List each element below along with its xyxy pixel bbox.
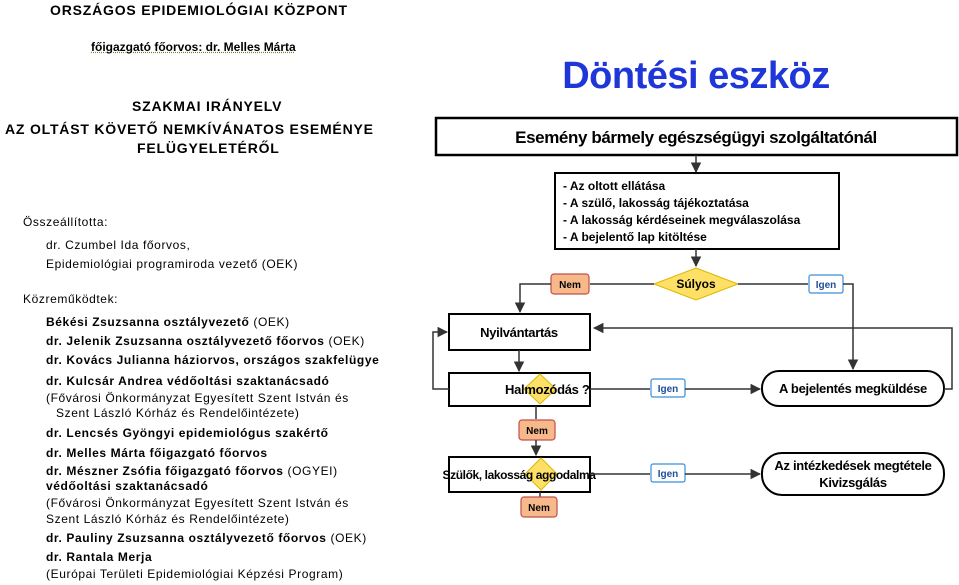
no-badge-3-text: Nem: [528, 503, 550, 514]
contributor-9: dr. Rantala Merja: [46, 550, 153, 564]
concern-box: [448, 456, 591, 493]
contributor-3: dr. Kovács Julianna háziorvos, országos …: [46, 353, 380, 367]
contributor-8: dr. Pauliny Zsuzsanna osztályvezető főor…: [46, 531, 367, 545]
no-badge-2-text: Nem: [526, 426, 548, 437]
action-item: - A bejelentő lap kitöltése: [563, 230, 707, 244]
contributor-5: dr. Lencsés Gyöngyi epidemiológus szakér…: [46, 426, 329, 440]
arrow-yes-to-send: [843, 283, 859, 371]
director-line: főigazgató főorvos: dr. Melles Márta: [91, 40, 296, 54]
contributor-7-role: védőoltási szaktanácsadó: [46, 479, 209, 493]
contributor-4-affil-2: Szent László Kórház és Rendelőintézete): [56, 406, 300, 420]
cluster-box: [448, 372, 591, 407]
contributor-1-org: (OEK): [249, 315, 290, 329]
no-badge-1-text: Nem: [559, 280, 581, 291]
measures-box: [761, 452, 945, 496]
guideline-line-2: FELÜGYELETÉRŐL: [137, 140, 280, 156]
contributor-1: Békési Zsuzsanna osztályvezető (OEK): [46, 315, 290, 329]
guideline-line-1: AZ OLTÁST KÖVETŐ NEMKÍVÁNATOS ESEMÉNYE: [5, 121, 374, 137]
yes-badge-3-text: Igen: [658, 469, 679, 480]
contributor-7: dr. Mészner Zsófia főigazgató főorvos (O…: [46, 464, 338, 478]
no-badge-2: [518, 419, 556, 441]
contributor-7-affil-1: (Fővárosi Önkormányzat Egyesített Szent …: [46, 496, 349, 510]
concern-text: Szülők, lakosság aggodalma: [443, 468, 597, 482]
yes-badge-1-text: Igen: [816, 280, 837, 291]
contributor-9-affil: (Európai Területi Epidemiológiai Képzési…: [46, 567, 344, 581]
director-text: főigazgató főorvos: dr. Melles Márta: [91, 40, 296, 54]
contributor-4-affil-1: (Fővárosi Önkormányzat Egyesített Szent …: [46, 391, 349, 405]
contributor-6: dr. Melles Márta főigazgató főorvos: [46, 446, 268, 460]
action-item: - A szülő, lakosság tájékoztatása: [563, 196, 749, 210]
contributor-2-name: dr. Jelenik Zsuzsanna osztályvezető főor…: [46, 334, 325, 348]
registry-text: Nyilvántartás: [480, 325, 558, 340]
compiled-by-2-tail: (OEK): [257, 257, 299, 271]
org-title: ORSZÁGOS EPIDEMIOLÓGIAI KÖZPONT: [50, 2, 348, 18]
contributor-7-affil-2: Szent László Kórház és Rendelőintézete): [46, 512, 290, 526]
cluster-text: Halmozódás ?: [505, 382, 590, 397]
send-report-text: A bejelentés megküldése: [779, 381, 927, 396]
yes-badge-2-text: Igen: [658, 384, 679, 395]
compiled-by-2-name: Epidemiológiai programiroda vezető: [46, 257, 258, 271]
compiled-label: Összeállította:: [23, 215, 109, 229]
measures-text-2: Kivizsgálás: [819, 475, 887, 490]
contributor-1-name: Békési Zsuzsanna osztályvezető: [46, 315, 250, 329]
contributor-7-org: (OGYEI): [283, 464, 338, 478]
contributor-4: dr. Kulcsár Andrea védőoltási szaktanács…: [46, 374, 330, 388]
arrow-loop-to-registry: [432, 326, 449, 390]
concern-diamond: [524, 457, 558, 491]
event-box: [434, 116, 959, 157]
yes-badge-3: [650, 463, 686, 483]
contributor-8-name: dr. Pauliny Zsuzsanna osztályvezető főor…: [46, 531, 327, 545]
cluster-diamond: [523, 373, 557, 405]
action-item: - Az oltott ellátása: [563, 179, 666, 193]
severe-label: Súlyos: [676, 277, 716, 291]
registry-box: [448, 313, 591, 351]
contributor-7-name: dr. Mészner Zsófia főigazgató főorvos: [46, 464, 284, 478]
guideline-title: SZAKMAI IRÁNYELV: [132, 98, 283, 114]
arrow-no-to-registry: [514, 283, 551, 314]
contrib-label: Közreműködtek:: [23, 292, 119, 306]
flowchart-title: Döntési eszköz: [562, 55, 830, 97]
event-box-text: Esemény bármely egészségügyi szolgáltató…: [515, 128, 877, 147]
contributor-2-org: (OEK): [324, 334, 365, 348]
no-badge-3: [520, 496, 558, 518]
contributor-8-org: (OEK): [326, 531, 367, 545]
actions-box: [554, 172, 840, 250]
compiled-by-1: dr. Czumbel Ida főorvos,: [46, 238, 191, 252]
compiled-by-2: Epidemiológiai programiroda vezető (OEK): [46, 257, 298, 271]
severe-diamond: [652, 267, 740, 301]
yes-badge-2: [650, 378, 686, 398]
measures-text-1: Az intézkedések megtétele: [774, 458, 931, 473]
contributor-2: dr. Jelenik Zsuzsanna osztályvezető főor…: [46, 334, 365, 348]
arrow-send-to-registry: [592, 322, 953, 390]
action-item: - A lakosság kérdéseinek megválaszolása: [563, 213, 801, 227]
